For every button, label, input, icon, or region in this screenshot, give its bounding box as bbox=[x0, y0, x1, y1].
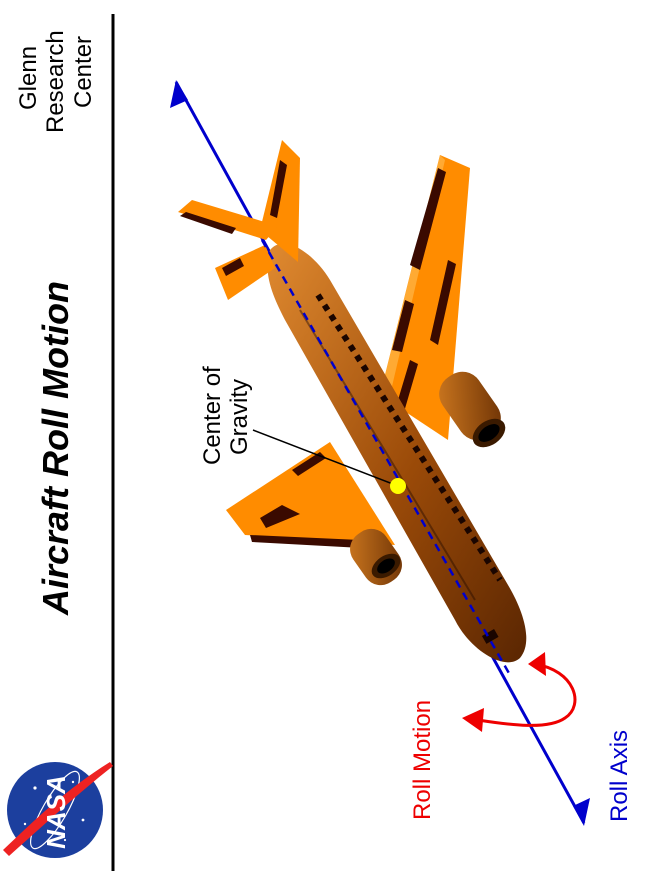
right-engine bbox=[439, 371, 506, 448]
cg-leader-line bbox=[252, 429, 399, 487]
roll-axis-arrowhead-bottom bbox=[573, 798, 590, 826]
roll-motion-arrow bbox=[462, 652, 577, 732]
cg-label-line-1: Center of bbox=[199, 366, 226, 465]
diagram-title: Aircraft Roll Motion bbox=[35, 281, 76, 616]
roll-axis-arrowhead-top bbox=[170, 80, 188, 108]
org-line-2: Research bbox=[42, 30, 69, 133]
nasa-logo-icon: NASA bbox=[3, 762, 113, 858]
org-name: Glenn Research Center bbox=[15, 30, 97, 133]
nasa-logo-text: NASA bbox=[41, 775, 71, 849]
left-engine bbox=[350, 528, 402, 586]
org-line-3: Center bbox=[70, 36, 97, 108]
roll-motion-label: Roll Motion bbox=[409, 700, 436, 820]
roll-axis-label: Roll Axis bbox=[606, 730, 633, 822]
org-line-1: Glenn bbox=[15, 46, 42, 110]
roll-motion-arrowhead-top bbox=[528, 652, 546, 676]
cg-label-line-2: Gravity bbox=[226, 379, 253, 455]
center-of-gravity-label: Center of Gravity bbox=[199, 366, 253, 465]
tail bbox=[178, 140, 300, 300]
roll-motion-arrowhead-bottom bbox=[462, 708, 484, 732]
left-wing bbox=[226, 442, 395, 548]
aircraft bbox=[170, 80, 590, 826]
right-wing bbox=[380, 155, 470, 440]
fuselage bbox=[267, 243, 527, 663]
center-of-gravity-marker bbox=[390, 478, 406, 494]
